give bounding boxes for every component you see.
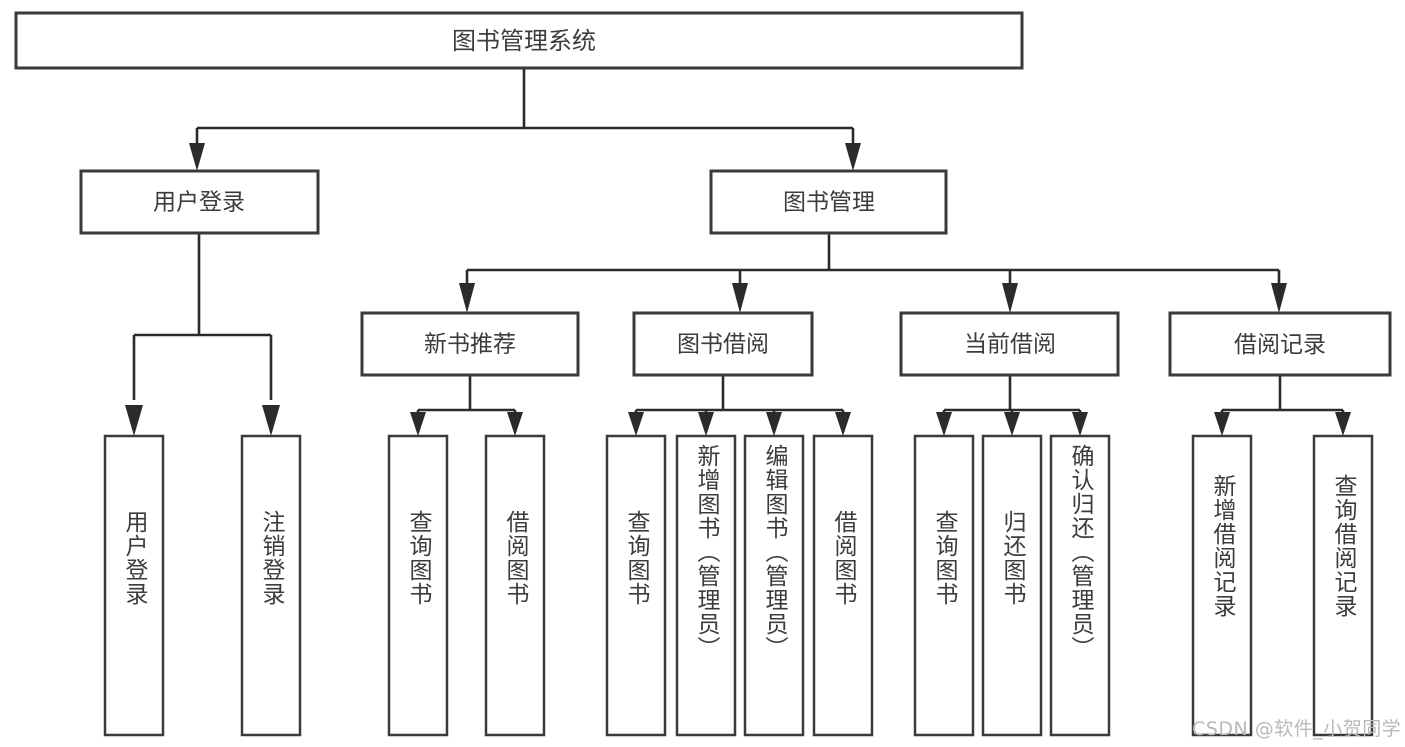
node-box-user-login[interactable] <box>79 169 320 235</box>
arrowhead-nb-borrow <box>507 412 523 436</box>
node-box-leaf-nb-borrow-book[interactable] <box>484 434 546 737</box>
node-box-leaf-br-query-record[interactable] <box>1312 434 1374 737</box>
node-box-leaf-cb-query-book[interactable] <box>913 434 975 737</box>
arrowhead-leaf-logout <box>262 405 280 436</box>
arrowhead-bb-add <box>698 412 714 436</box>
arrowhead-nb-query <box>410 412 426 436</box>
node-box-leaf-logout[interactable] <box>240 434 302 737</box>
edge-root-to-level1 <box>189 68 861 171</box>
edge-borrowrecord-to-leaves <box>1214 375 1351 436</box>
node-box-new-book-recommend[interactable] <box>360 311 580 377</box>
edge-currentborrow-to-leaves <box>936 375 1088 436</box>
node-box-book-manage[interactable] <box>709 169 948 235</box>
node-box-book-borrow[interactable] <box>632 311 814 377</box>
arrowhead-cb-return <box>1004 412 1020 436</box>
edge-bookmanage-to-level2 <box>459 233 1287 313</box>
node-box-leaf-br-add-record[interactable] <box>1191 434 1253 737</box>
arrowhead-bb-edit <box>766 412 782 436</box>
arrowhead-book-borrow <box>732 283 748 313</box>
node-box-leaf-bb-add-book[interactable] <box>675 434 737 737</box>
node-box-current-borrow[interactable] <box>899 311 1120 377</box>
node-box-leaf-bb-borrow-book[interactable] <box>812 434 874 737</box>
node-box-leaf-bb-query-book[interactable] <box>605 434 667 737</box>
arrowhead-borrow-record <box>1271 283 1287 313</box>
arrowhead-book-manage <box>845 143 861 171</box>
node-box-root[interactable] <box>14 11 1024 70</box>
arrowhead-cb-confirm <box>1072 412 1088 436</box>
arrowhead-user-login <box>189 143 205 171</box>
node-box-borrow-record[interactable] <box>1168 311 1392 377</box>
arrowhead-new-book <box>459 283 475 313</box>
arrowhead-br-add <box>1214 412 1230 436</box>
arrowhead-bb-borrow <box>835 412 851 436</box>
arrowhead-bb-query <box>628 412 644 436</box>
arrowhead-br-query <box>1335 412 1351 436</box>
node-box-leaf-bb-edit-book[interactable] <box>743 434 805 737</box>
arrowhead-leaf-user-login <box>125 405 143 436</box>
node-box-leaf-cb-confirm-return[interactable] <box>1049 434 1111 737</box>
edge-bookborrow-to-leaves <box>628 375 851 436</box>
node-box-leaf-cb-return-book[interactable] <box>981 434 1043 737</box>
edge-userlogin-to-leaves <box>125 233 280 436</box>
node-box-leaf-nb-query-book[interactable] <box>387 434 449 737</box>
edge-newbook-to-leaves <box>410 375 523 436</box>
arrowhead-current-borrow <box>1002 283 1018 313</box>
node-box-leaf-user-login[interactable] <box>103 434 165 737</box>
arrowhead-cb-query <box>936 412 952 436</box>
watermark-text: CSDN @软件_小贺同学 <box>1192 718 1402 740</box>
